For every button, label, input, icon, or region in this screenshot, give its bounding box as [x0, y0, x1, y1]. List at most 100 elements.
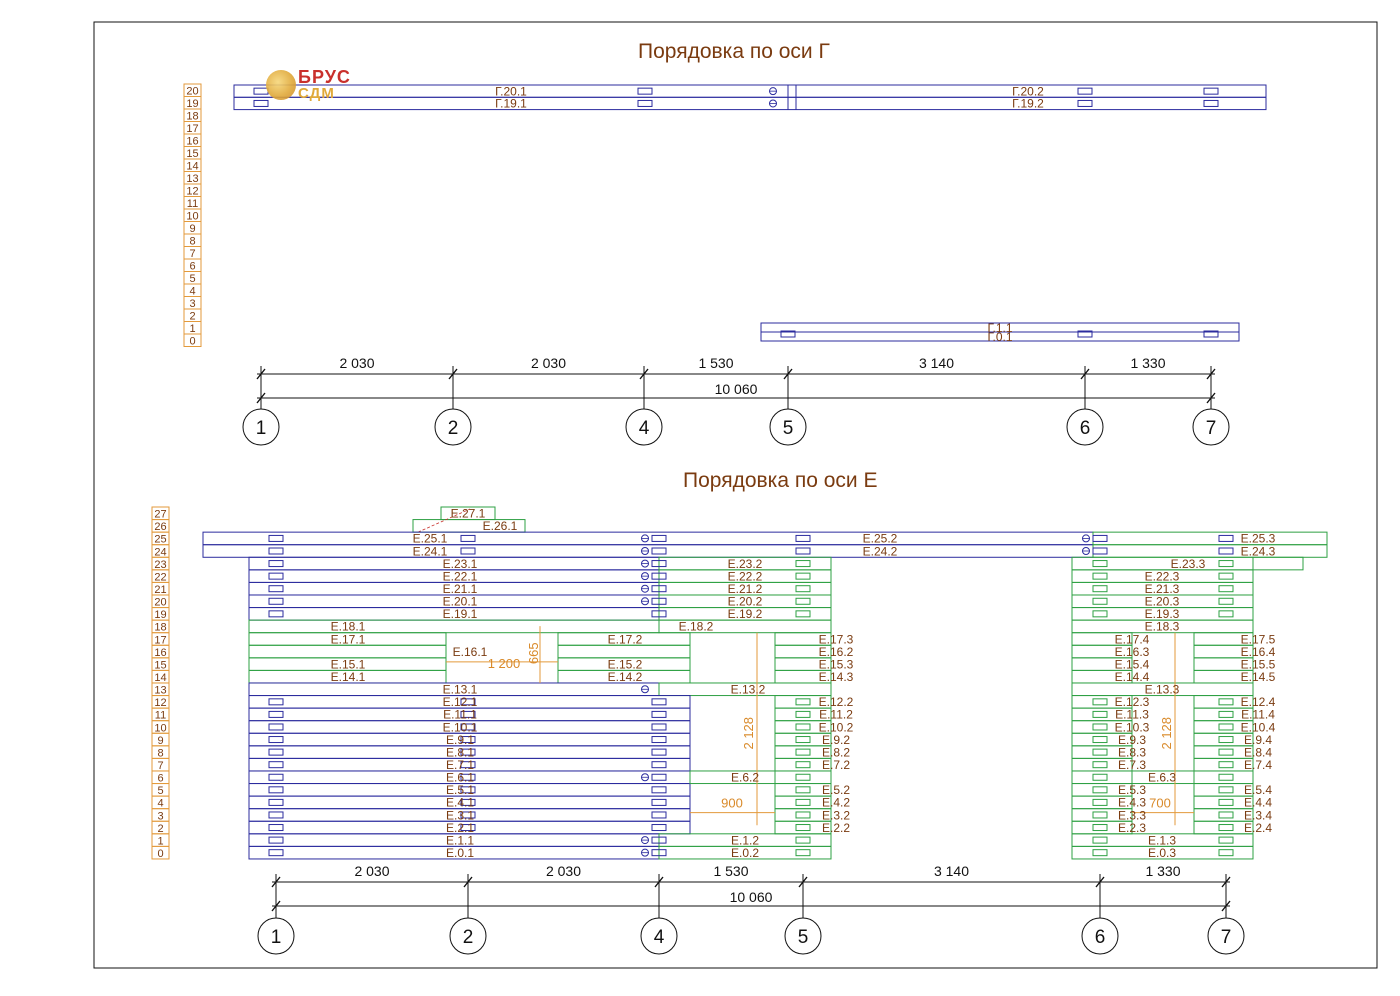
row-g-cell — [183, 333, 202, 347]
log-label-e: Е.5.4 — [1244, 783, 1272, 797]
wall-log-e-green — [1131, 770, 1195, 785]
log-slot — [795, 736, 811, 744]
row-e-number: 7 — [157, 760, 163, 772]
log-label-e: Е.15.5 — [1241, 657, 1276, 671]
log-label-e: Е.15.2 — [608, 657, 643, 671]
axis-e-dim-value: 2 030 — [354, 863, 389, 879]
row-g-number: 16 — [186, 136, 198, 148]
wall-log-e-green — [1092, 531, 1328, 546]
axis-e-tick — [463, 876, 473, 888]
row-g-number: 5 — [189, 273, 195, 285]
row-g-number: 2 — [189, 311, 195, 323]
axis-g-tick — [256, 392, 266, 404]
log-label-e: Е.15.4 — [1115, 657, 1150, 671]
log-label-e: Е.7.1 — [446, 758, 474, 772]
log-slot — [1218, 736, 1234, 744]
log-slot — [1218, 849, 1234, 857]
log-slot — [460, 736, 476, 744]
log-slot — [651, 560, 667, 568]
row-g-number: 9 — [189, 223, 195, 235]
log-label-e: Е.6.2 — [731, 771, 759, 785]
log-label-e: Е.21.2 — [728, 582, 763, 596]
axis-e-tick — [1221, 876, 1231, 888]
row-g-number: 12 — [186, 186, 198, 198]
axis-g-axis-number: 1 — [256, 418, 267, 439]
log-slot — [268, 824, 284, 832]
row-e-number: 2 — [157, 823, 163, 835]
log-label-e: Е.20.2 — [728, 595, 763, 609]
door-height-label: 2 128 — [1159, 717, 1174, 750]
log-label-e: Е.7.2 — [822, 758, 850, 772]
logo-text-brus: БРУС — [298, 67, 351, 87]
axis-e-dim-value: 2 030 — [546, 863, 581, 879]
log-slot — [795, 798, 811, 806]
log-label-e: Е.12.4 — [1241, 695, 1276, 709]
log-label-e: Е.20.3 — [1145, 595, 1180, 609]
log-label-e: Е.9.1 — [446, 733, 474, 747]
row-e-number: 3 — [157, 810, 163, 822]
log-label-e: Е.0.3 — [1148, 846, 1176, 860]
axis-e-tick — [798, 876, 808, 888]
axis-g-tick — [783, 368, 793, 380]
log-slot — [1218, 585, 1234, 593]
axis-g-dim-value: 3 140 — [919, 355, 954, 371]
log-label-e: Е.16.1 — [453, 645, 488, 659]
log-slot — [460, 824, 476, 832]
log-slot — [651, 698, 667, 706]
axis-e-tick — [654, 876, 664, 888]
row-e-number: 20 — [154, 597, 166, 609]
log-slot — [651, 811, 667, 819]
axis-g-tick — [1080, 368, 1090, 380]
log-label-e: Е.12.1 — [443, 695, 478, 709]
row-e-number: 0 — [157, 848, 163, 860]
log-label-e: Е.27.1 — [451, 507, 486, 521]
door-width-label: 700 — [1149, 796, 1171, 811]
log-label-g: Г.0.1 — [987, 330, 1012, 344]
log-label-e: Е.13.2 — [731, 683, 766, 697]
log-slot — [268, 572, 284, 580]
axis-circle-icon — [1192, 408, 1230, 446]
log-slot — [780, 330, 796, 338]
log-slot — [795, 773, 811, 781]
axis-g-dim-value: 2 030 — [531, 355, 566, 371]
axis-g-dim-total: 10 060 — [715, 381, 758, 397]
log-label-g: Г.19.2 — [1012, 97, 1044, 111]
log-slot — [1077, 330, 1093, 338]
axis-circle-icon — [769, 408, 807, 446]
log-label-e: Е.24.3 — [1241, 544, 1276, 558]
log-slot — [795, 723, 811, 731]
log-slot — [460, 723, 476, 731]
log-label-e: Е.4.2 — [822, 796, 850, 810]
log-slot — [268, 811, 284, 819]
log-slot — [268, 736, 284, 744]
log-slot — [1218, 824, 1234, 832]
log-slot — [1092, 748, 1108, 756]
wall-log-e-green — [248, 619, 660, 634]
row-e-number: 27 — [154, 509, 166, 521]
row-g-number: 0 — [189, 336, 195, 348]
row-e-number: 15 — [154, 659, 166, 671]
log-label-e: Е.18.1 — [331, 620, 366, 634]
row-e-number: 25 — [154, 534, 166, 546]
wall-log-e-green — [1071, 845, 1254, 860]
log-label-e: Е.21.3 — [1145, 582, 1180, 596]
log-slot — [268, 836, 284, 844]
row-e-number: 6 — [157, 773, 163, 785]
axis-circle-icon — [625, 408, 663, 446]
log-slot — [651, 773, 667, 781]
log-slot — [268, 560, 284, 568]
title-axis-g: Порядовка по оси Г — [638, 40, 830, 63]
log-slot — [1092, 824, 1108, 832]
log-label-e: Е.3.3 — [1118, 808, 1146, 822]
log-label-e: Е.1.3 — [1148, 833, 1176, 847]
row-e-number: 14 — [154, 672, 166, 684]
row-g-number: 19 — [186, 98, 198, 110]
log-label-e: Е.9.3 — [1118, 733, 1146, 747]
log-slot — [268, 786, 284, 794]
row-e-number: 16 — [154, 647, 166, 659]
row-e-number: 4 — [157, 798, 163, 810]
log-label-e: Е.12.2 — [819, 695, 854, 709]
wall-log-g — [233, 96, 1267, 111]
log-slot — [1092, 572, 1108, 580]
